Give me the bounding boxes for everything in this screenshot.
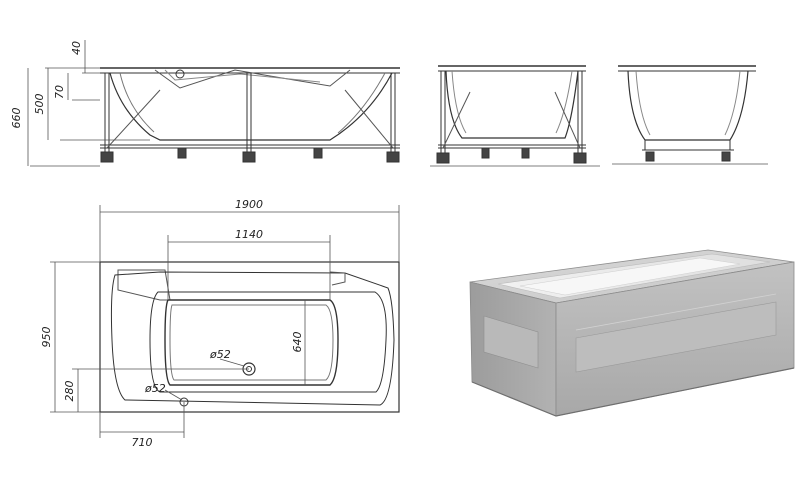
side-elevation-view	[27, 40, 400, 167]
dim-drain-offset-label: 710	[132, 436, 153, 449]
dim-drain-height-label: 280	[63, 381, 76, 402]
end-elevation-plain-view	[612, 65, 768, 165]
dim-length-label: 1900	[235, 198, 263, 211]
dim-overflow-label: 70	[53, 85, 66, 99]
dim-rim-label: 40	[70, 41, 83, 55]
bathtub-3d-render	[469, 249, 795, 417]
dim-inner-length-label: 1140	[235, 228, 263, 241]
dim-drain-diameter-label: ø52	[209, 348, 231, 361]
dim-total-height-label: 660	[10, 108, 23, 129]
dim-inner-width-label: 640	[291, 332, 304, 353]
dim-overflow-diameter-label: ø52	[144, 382, 166, 395]
end-elevation-frame-view	[430, 65, 600, 167]
dim-depth-label: 500	[33, 94, 46, 115]
dim-width-label: 950	[40, 327, 53, 348]
top-plan-view	[50, 205, 400, 438]
